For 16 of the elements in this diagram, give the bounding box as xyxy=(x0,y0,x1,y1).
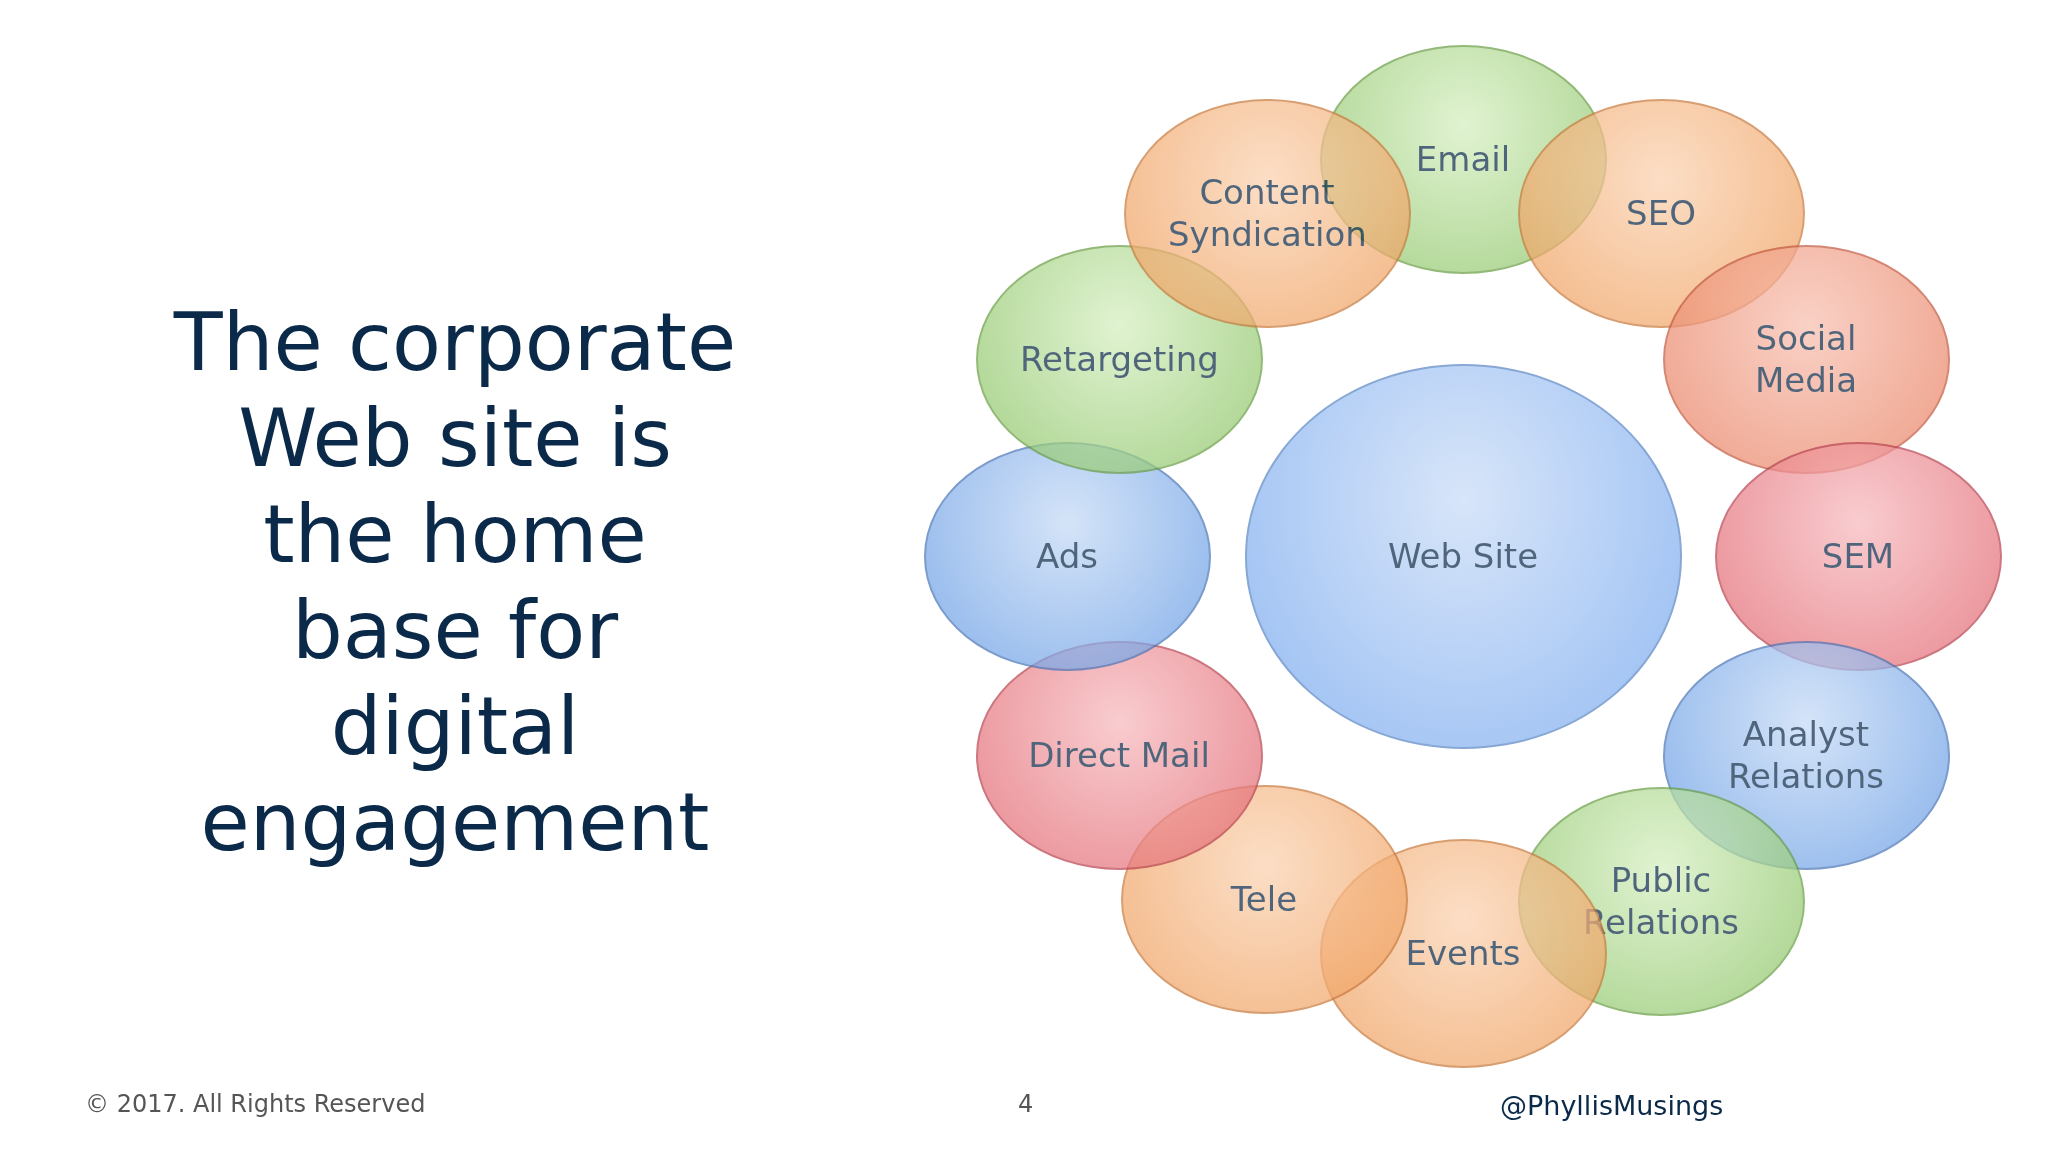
bubble-label: Events xyxy=(1405,932,1521,974)
bubble-label: SEM xyxy=(1821,535,1895,577)
bubble-label: Email xyxy=(1415,138,1511,180)
page-number: 4 xyxy=(1018,1090,1034,1118)
bubble-label: Ads xyxy=(1036,535,1098,577)
bubble-label: Direct Mail xyxy=(1028,734,1210,776)
author-handle: @PhyllisMusings xyxy=(1500,1090,1724,1121)
bubble-label: Web Site xyxy=(1387,535,1539,577)
bubble-label: Social Media xyxy=(1753,317,1859,401)
bubble-label: Analyst Relations xyxy=(1726,713,1886,797)
bubble-label: Tele xyxy=(1230,878,1298,920)
bubble-label: Content Syndication xyxy=(1167,171,1367,255)
bubble-label: SEO xyxy=(1626,192,1696,234)
bubble-label: Retargeting xyxy=(1019,338,1219,380)
footer-copyright: © 2017. All Rights Reserved xyxy=(85,1090,426,1118)
slide-title: The corporate Web site is the home base for digital engagement xyxy=(172,295,738,871)
